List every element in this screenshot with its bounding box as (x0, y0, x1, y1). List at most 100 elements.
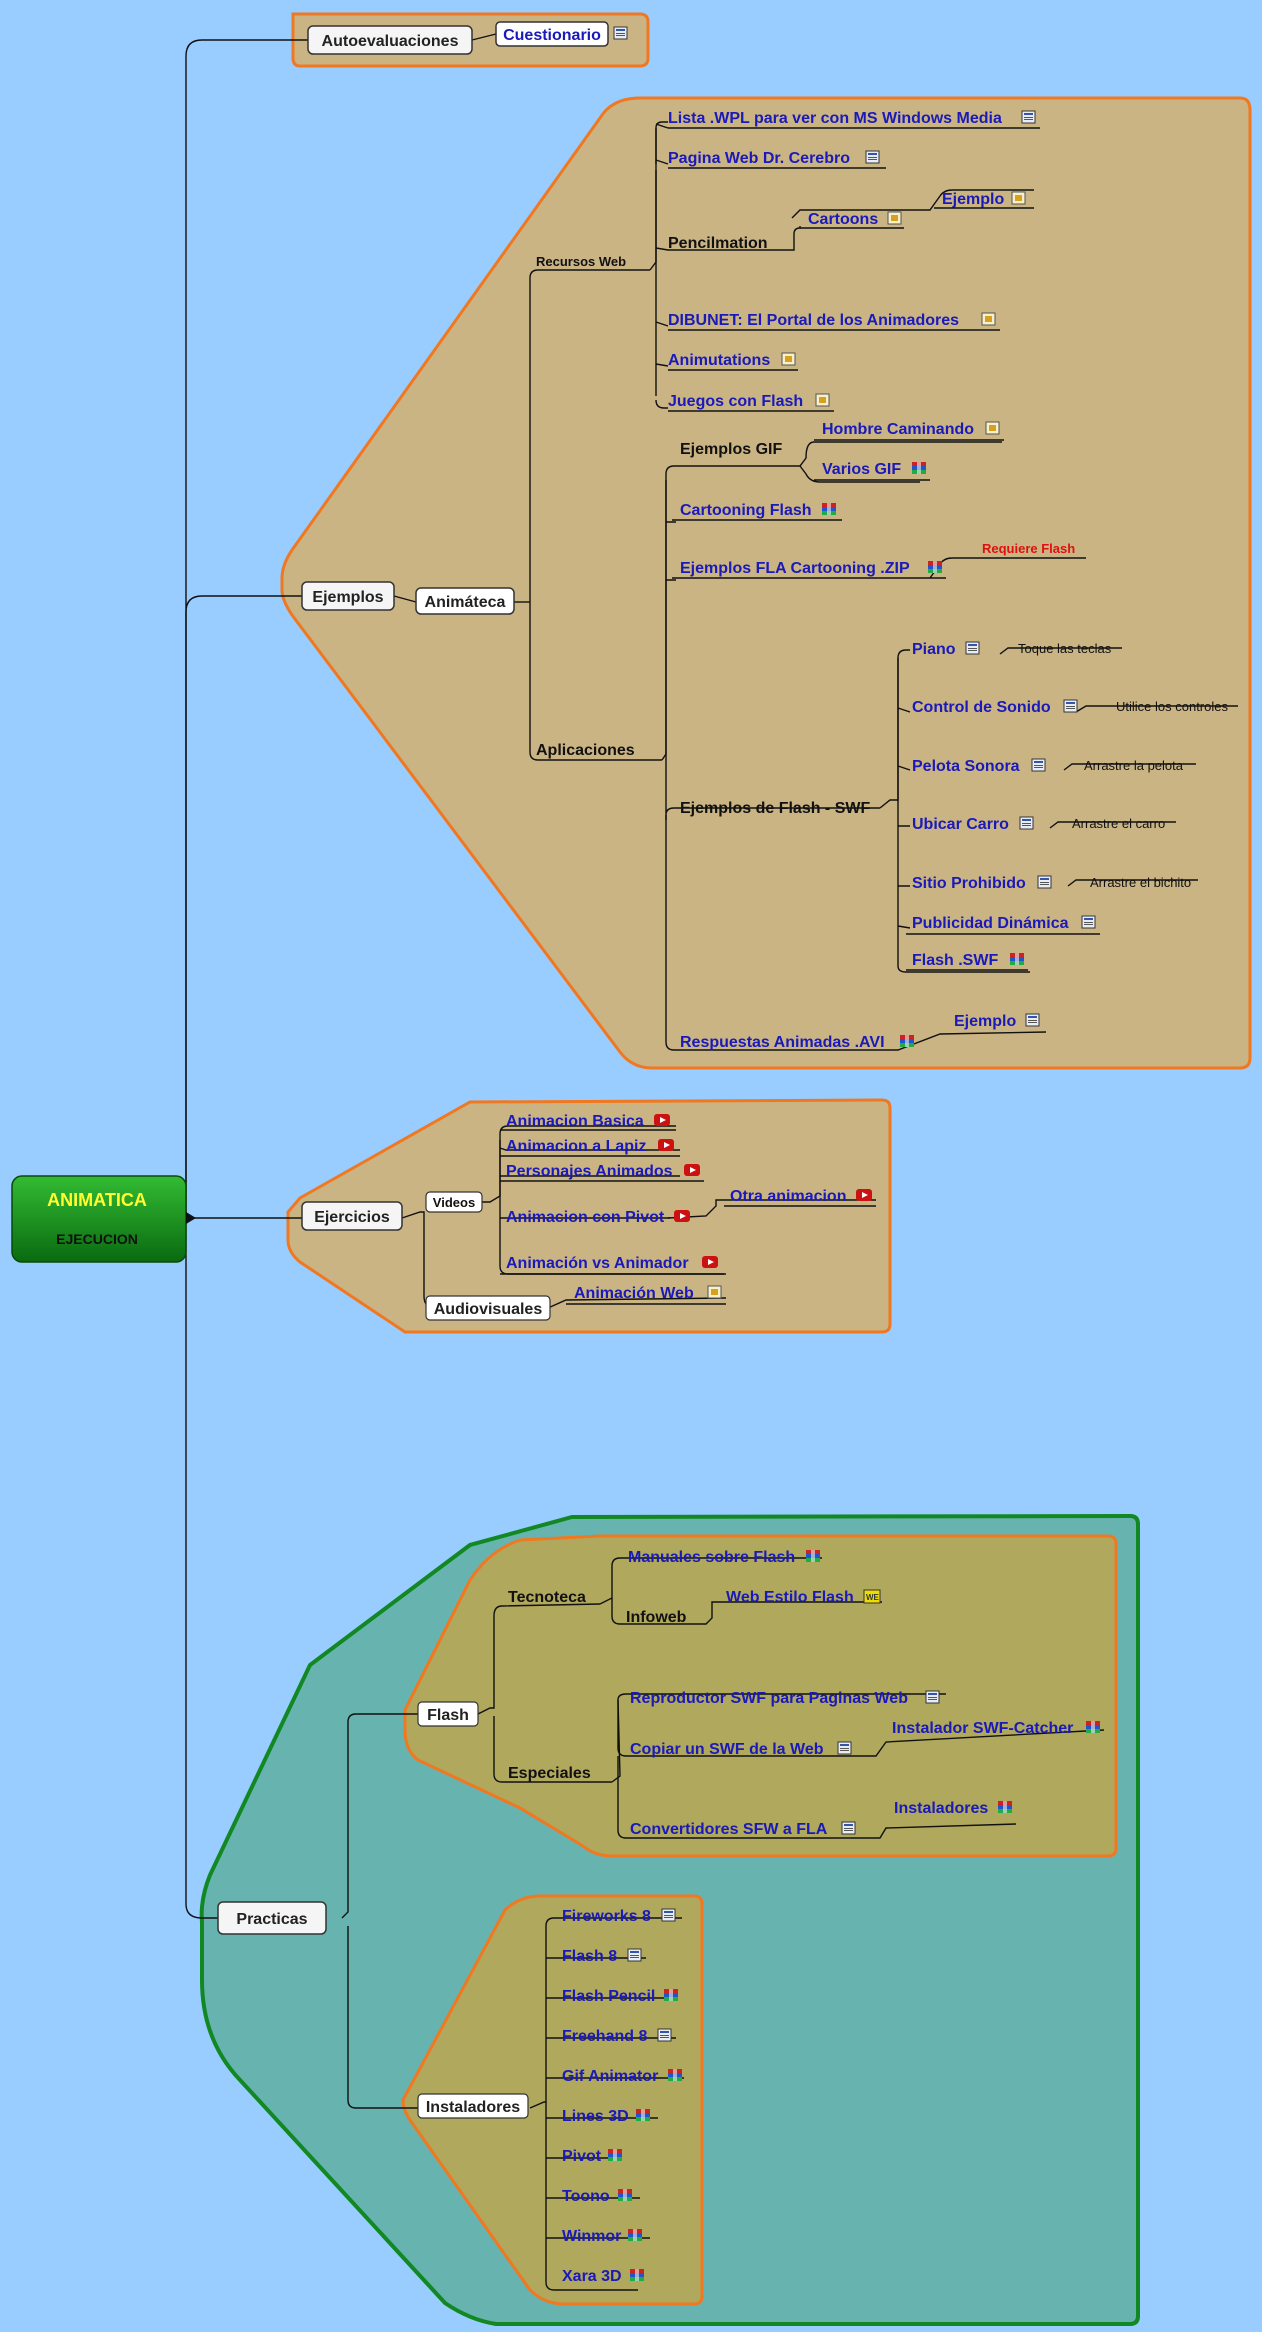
animateca-node[interactable]: Animáteca (415, 587, 515, 615)
installer-flash8[interactable]: Flash 8 (562, 1948, 642, 1965)
instaladores-list: Fireworks 8 Flash 8 Flash Pencil Freehan… (562, 1908, 682, 2285)
piano-note: Toque las teclas (1018, 641, 1112, 656)
publicidad-link[interactable]: Publicidad Dinámica (906, 915, 1100, 935)
svg-text:Ubicar Carro: Ubicar Carro (912, 816, 1009, 833)
installer-freehand[interactable]: Freehand 8 (562, 2028, 672, 2045)
swf-catcher-link[interactable]: Instalador SWF-Catcher (892, 1720, 1100, 1737)
svg-text:Winmor: Winmor (562, 2228, 621, 2245)
auto-node[interactable]: Autoevaluaciones (307, 25, 473, 55)
practicas-node[interactable]: Practicas (217, 1901, 327, 1935)
videos-node[interactable]: Videos (425, 1191, 483, 1213)
doc-icon (841, 1821, 856, 1835)
ejemplo-cartoon-link[interactable]: Ejemplo (934, 191, 1034, 209)
ubicar-carro-link[interactable]: Ubicar Carro (912, 816, 1034, 833)
videos-label: Videos (433, 1195, 475, 1210)
flash-node[interactable]: Flash (417, 1701, 479, 1727)
zip-icon (608, 2149, 622, 2161)
practicas-label: Practicas (236, 1911, 307, 1928)
pencilmation-label: Pencilmation (668, 235, 768, 252)
copiar-swf-link[interactable]: Copiar un SWF de la Web (630, 1741, 852, 1758)
root-node[interactable]: ANIMATICA EJECUCION (11, 1175, 196, 1263)
svg-text:Toono: Toono (562, 2188, 610, 2205)
root-title: ANIMATICA (47, 1190, 147, 1210)
img-icon (981, 312, 996, 326)
sitio-prohibido-link[interactable]: Sitio Prohibido (912, 875, 1052, 892)
juegos-link[interactable]: Juegos con Flash (668, 393, 834, 412)
pagina-web-link[interactable]: Pagina Web Dr. Cerebro (668, 150, 886, 169)
personajes-link[interactable]: Personajes Animados (500, 1163, 704, 1182)
doc-icon (1037, 875, 1052, 889)
installer-fireworks[interactable]: Fireworks 8 (562, 1908, 676, 1925)
installer-xara3d[interactable]: Xara 3D (562, 2268, 644, 2285)
ejemplos-node[interactable]: Ejemplos (301, 581, 395, 611)
svg-text:Animacion con Pivot: Animacion con Pivot (506, 1209, 665, 1226)
ejercicios-node[interactable]: Ejercicios (301, 1201, 403, 1231)
svg-text:Web Estilo Flash: Web Estilo Flash (726, 1589, 854, 1606)
svg-text:Ejemplo: Ejemplo (942, 191, 1004, 208)
img-icon (815, 393, 830, 407)
varios-gif-link[interactable]: Varios GIF (814, 461, 930, 481)
animacion-pivot-link[interactable]: Animacion con Pivot (506, 1209, 690, 1226)
svg-text:Juegos con Flash: Juegos con Flash (668, 393, 803, 410)
svg-text:Manuales sobre Flash: Manuales sobre Flash (628, 1549, 795, 1566)
cartooning-flash-link[interactable]: Cartooning Flash (672, 502, 842, 521)
svg-text:Personajes Animados: Personajes Animados (506, 1163, 673, 1180)
otra-animacion-link[interactable]: Otra animacion (724, 1188, 876, 1207)
installer-flash-pencil[interactable]: Flash Pencil (562, 1988, 678, 2005)
installer-gif-animator[interactable]: Gif Animator (562, 2068, 682, 2085)
youtube-icon (702, 1256, 718, 1268)
ejemplos-fla-link[interactable]: Ejemplos FLA Cartooning .ZIP (672, 560, 946, 579)
svg-text:Xara 3D: Xara 3D (562, 2268, 622, 2285)
instaladores-sub-link[interactable]: Instaladores (894, 1800, 1012, 1817)
respuestas-avi-link[interactable]: Respuestas Animadas .AVI (680, 1034, 914, 1051)
ejemplos-panel (280, 96, 1252, 1070)
manuales-link[interactable]: Manuales sobre Flash (628, 1549, 820, 1566)
web-estilo-link[interactable]: Web Estilo Flash (726, 1589, 881, 1606)
installer-lines3d[interactable]: Lines 3D (562, 2108, 650, 2125)
cuestionario-node[interactable]: Cuestionario (495, 21, 628, 47)
installer-winmor[interactable]: Winmor (562, 2228, 642, 2245)
sonido-note: Utilice los controles (1116, 699, 1228, 714)
we-icon (863, 1589, 881, 1604)
flash-swf-link[interactable]: Flash .SWF (906, 952, 1028, 971)
svg-text:Piano: Piano (912, 641, 956, 658)
instaladores-node[interactable]: Instaladores (417, 2093, 529, 2119)
lista-wpl-link[interactable]: Lista .WPL para ver con MS Windows Media (668, 110, 1040, 129)
audiovisuales-node[interactable]: Audiovisuales (425, 1295, 551, 1321)
reproductor-link[interactable]: Reproductor SWF para Paginas Web (630, 1690, 940, 1707)
animacion-basica-link[interactable]: Animacion Basica (500, 1113, 676, 1131)
svg-text:Reproductor SWF para Paginas W: Reproductor SWF para Paginas Web (630, 1690, 908, 1707)
youtube-icon (658, 1139, 674, 1151)
installer-pivot[interactable]: Pivot (562, 2148, 622, 2165)
flash-panel (403, 1534, 1118, 1858)
ejercicios-items: Animacion Basica Animacion a Lapiz Perso… (500, 1113, 876, 1305)
control-sonido-link[interactable]: Control de Sonido (912, 699, 1078, 716)
zip-icon (806, 1550, 820, 1562)
pelota-sonora-link[interactable]: Pelota Sonora (912, 758, 1046, 775)
svg-text:Lines 3D: Lines 3D (562, 2108, 629, 2125)
animacion-vs-link[interactable]: Animación vs Animador (500, 1255, 724, 1275)
hombre-caminando-link[interactable]: Hombre Caminando (814, 421, 1004, 441)
doc-icon (1019, 816, 1034, 830)
dibunet-link[interactable]: DIBUNET: El Portal de los Animadores (668, 312, 1000, 331)
svg-text:Varios GIF: Varios GIF (822, 461, 901, 478)
animutations-link[interactable]: Animutations (668, 352, 798, 371)
svg-text:Cartooning Flash: Cartooning Flash (680, 502, 812, 519)
convertidores-link[interactable]: Convertidores SFW a FLA (630, 1821, 856, 1838)
doc-icon (1063, 699, 1078, 713)
audiovisuales-label: Audiovisuales (434, 1301, 543, 1318)
cartoons-link[interactable]: Cartoons (800, 211, 904, 229)
svg-text:Respuestas Animadas .AVI: Respuestas Animadas .AVI (680, 1034, 885, 1051)
piano-link[interactable]: Piano (912, 641, 980, 658)
svg-text:Ejemplo: Ejemplo (954, 1013, 1016, 1030)
svg-text:Animación Web: Animación Web (574, 1285, 694, 1302)
ejemplo-avi-link[interactable]: Ejemplo (954, 1013, 1040, 1030)
svg-text:Freehand 8: Freehand 8 (562, 2028, 647, 2045)
svg-text:Animación vs Animador: Animación vs Animador (506, 1255, 689, 1272)
zip-icon (618, 2189, 632, 2201)
zip-icon (900, 1035, 914, 1047)
animacion-lapiz-link[interactable]: Animacion a Lapiz (500, 1138, 680, 1157)
animacion-web-link[interactable]: Animación Web (566, 1285, 726, 1305)
installer-toono[interactable]: Toono (562, 2188, 632, 2205)
